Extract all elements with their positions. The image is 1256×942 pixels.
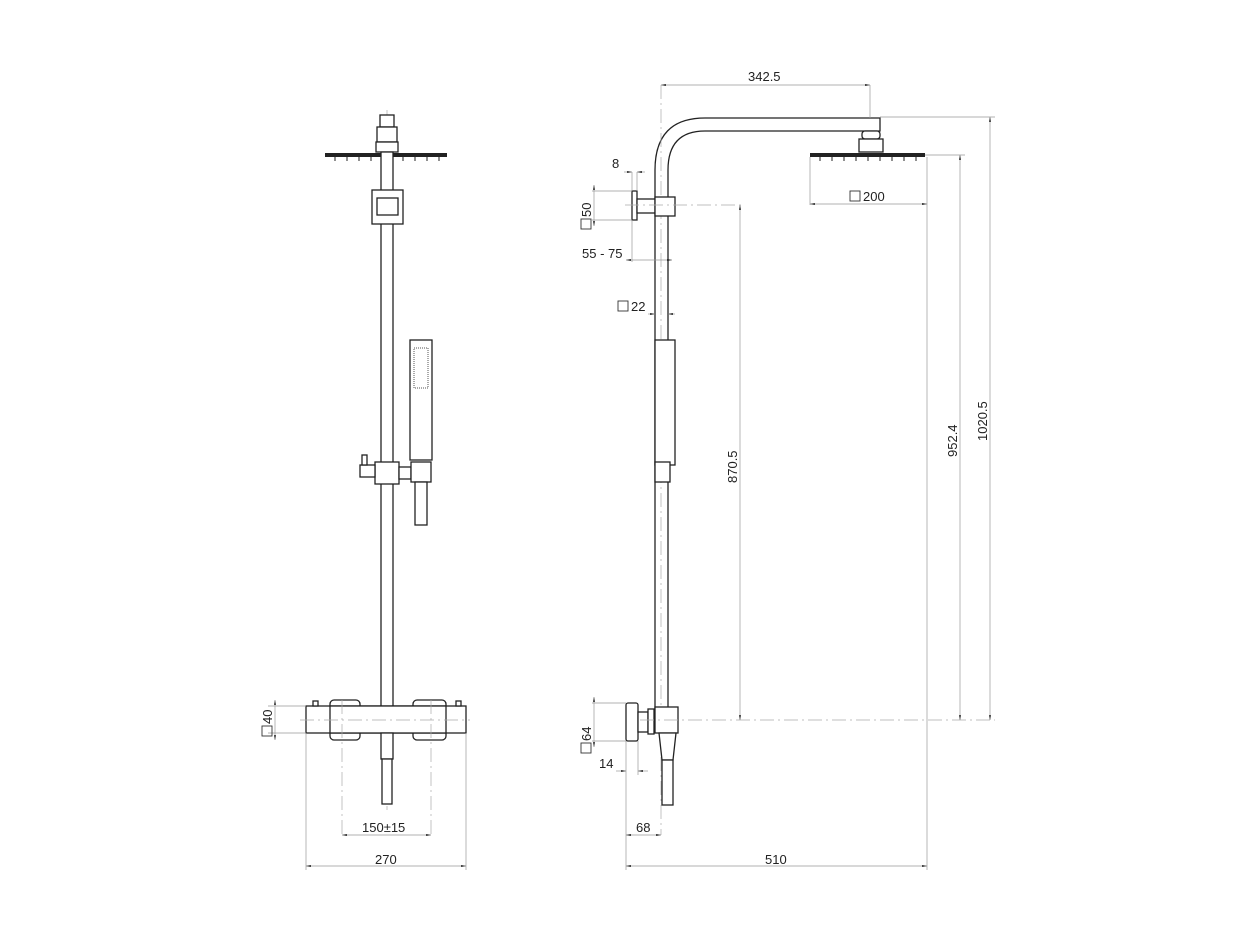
side-hand-shower xyxy=(654,339,676,466)
dim-rail-size: 22 xyxy=(631,299,645,314)
dim-total-depth: 510 xyxy=(765,852,787,867)
dim-flange-size: 50 xyxy=(579,203,594,217)
dim-arm-length: 342.5 xyxy=(748,69,781,84)
side-rain-shower-head xyxy=(810,153,925,157)
dim-valve-depth: 68 xyxy=(636,820,650,835)
hand-shower xyxy=(409,339,433,461)
dim-mixer-size: 40 xyxy=(260,710,275,724)
dim-head-size: 200 xyxy=(863,189,885,204)
slider-holder xyxy=(374,461,400,485)
head-connector xyxy=(379,114,395,128)
front-view xyxy=(300,110,470,835)
side-dimensions: 342.5 8 50 55 - 75 22 200 870.5 952.4 10… xyxy=(579,69,995,870)
dim-mixer-width: 270 xyxy=(375,852,397,867)
wall-flange xyxy=(631,190,638,221)
dim-valve-flange: 14 xyxy=(599,756,613,771)
dim-wall-offset: 55 - 75 xyxy=(582,246,622,261)
dim-rail-height: 870.5 xyxy=(725,450,740,483)
dim-flange-thickness: 8 xyxy=(612,156,619,171)
shower-arm xyxy=(654,117,881,710)
side-view xyxy=(625,85,995,835)
dim-total-height: 1020.5 xyxy=(975,401,990,441)
valve-flange xyxy=(625,702,639,742)
dim-inlet-centers: 150±15 xyxy=(362,820,405,835)
dim-valve-size: 64 xyxy=(579,727,594,741)
front-dimensions: 40 150±15 270 xyxy=(260,700,467,870)
outlet-pipe xyxy=(381,758,393,805)
shower-rail xyxy=(380,151,394,708)
dim-head-height: 952.4 xyxy=(945,424,960,457)
